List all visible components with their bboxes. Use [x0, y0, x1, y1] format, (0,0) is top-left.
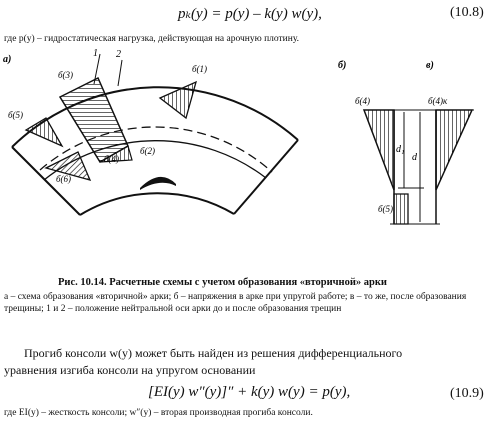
label-stress-4: б(4): [104, 154, 119, 164]
equation-number-10-9: (10.9): [450, 386, 484, 401]
equation-10-9: [EI(y) w″(y)]″ + k(y) w(y) = p(y),: [148, 384, 351, 400]
panel-a-arch: [11, 53, 299, 216]
paragraph-line-2: уравнения изгиба консоли на упругом осно…: [4, 363, 256, 377]
figure-10-14: а) 1 2 б(3) б(5) б(6) б(4) б(2) б(1) б) …: [3, 48, 474, 225]
label-stress-1: б(1): [192, 64, 207, 74]
label-b-stress-4: б(4): [355, 96, 370, 106]
equation-number-10-8: (10.8): [450, 5, 484, 20]
label-d: d: [412, 152, 418, 163]
equation-10-8: pₖ(y) = p(y) – k(y) w(y),: [178, 6, 322, 22]
label-d1: d₁: [396, 144, 404, 155]
label-line-2: 2: [116, 49, 121, 60]
panel-b-label: б): [338, 60, 346, 71]
figure-caption-text: а – схема образования «вторичной» арки; …: [4, 292, 467, 314]
figure-caption-title: Рис. 10.14. Расчетные схемы с учетом обр…: [58, 277, 387, 288]
panel-c-label: в): [426, 60, 434, 71]
label-stress-3: б(3): [58, 70, 73, 80]
paragraph-line-1: Прогиб консоли w(y) может быть найден из…: [24, 346, 403, 360]
label-b-stress-5: б(5): [378, 204, 393, 214]
label-stress-2: б(2): [140, 146, 155, 156]
label-b-stress-4k: б(4)к: [428, 96, 448, 106]
label-stress-5: б(5): [8, 110, 23, 120]
panel-a-label: а): [3, 54, 11, 65]
panel-b-diagram: [362, 109, 474, 225]
label-stress-6: б(6): [56, 174, 71, 184]
label-line-1: 1: [93, 48, 98, 59]
definition-ei: где EI(y) – жесткость консоли; w″(y) – в…: [4, 408, 313, 418]
definition-p: где p(y) – гидростатическая нагрузка, де…: [4, 34, 300, 44]
